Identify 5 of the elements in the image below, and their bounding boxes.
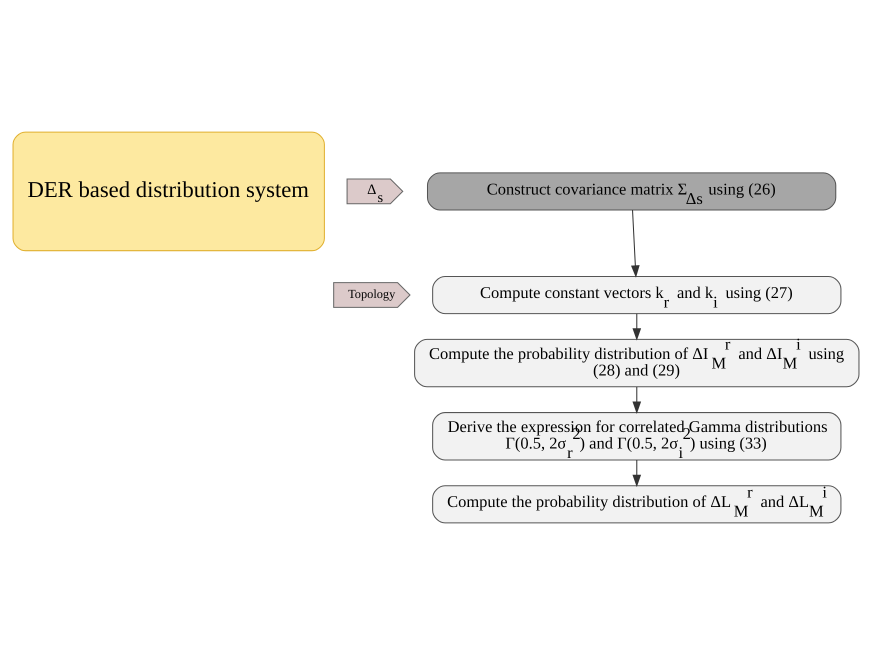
arrow bbox=[632, 386, 642, 414]
arrow bbox=[632, 313, 642, 340]
arrow bbox=[631, 210, 640, 278]
node-box: DER based distribution system bbox=[12, 131, 325, 251]
arrow bbox=[632, 460, 642, 487]
